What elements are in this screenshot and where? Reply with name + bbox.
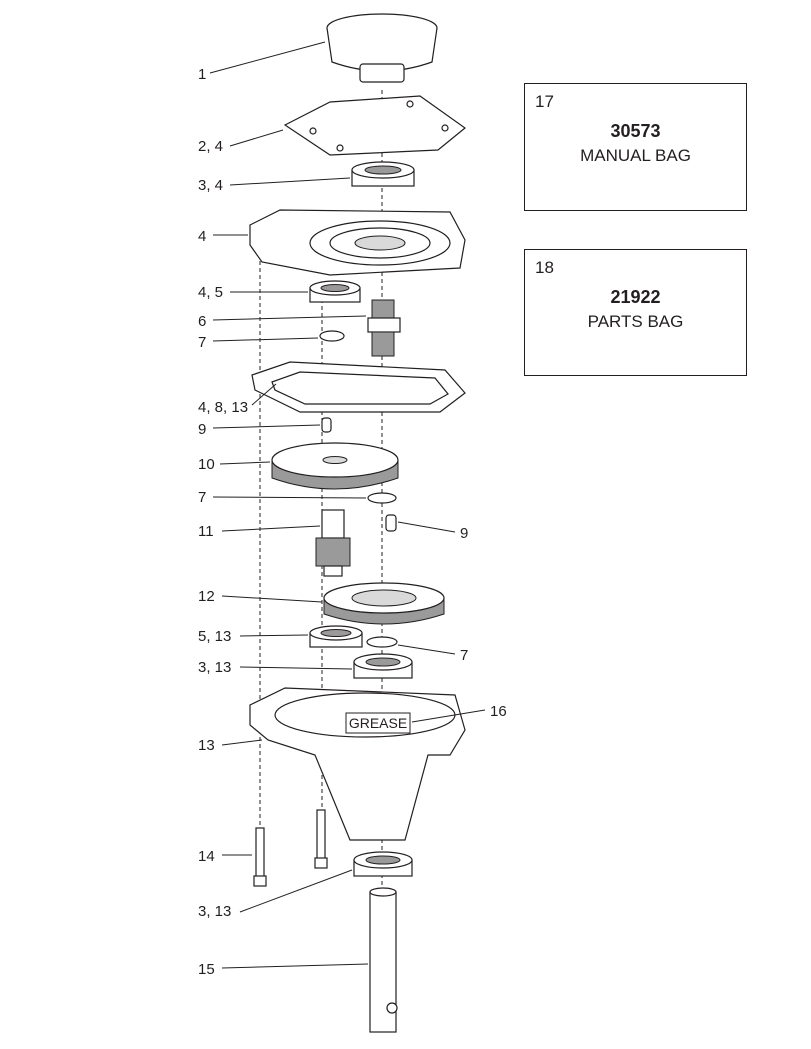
part-8-gasket-inner <box>271 371 449 405</box>
parts-bag-number: 18 <box>535 258 554 277</box>
callout-7a: 7 <box>198 334 206 351</box>
callout-15: 15 <box>198 961 215 978</box>
callout-2-4: 2, 4 <box>198 138 223 155</box>
part-9-pin-a <box>321 417 332 433</box>
part-1-cup <box>326 13 438 83</box>
grease-label-box <box>345 712 411 734</box>
callout-7b: 7 <box>198 489 206 506</box>
part-5-bearing-lower <box>309 625 363 648</box>
callout-3-4: 3, 4 <box>198 177 223 194</box>
part-6-pinion <box>367 299 401 357</box>
callout-4-8-13: 4, 8, 13 <box>198 399 248 416</box>
leader-lines <box>209 41 486 969</box>
part-12-gear <box>323 582 445 625</box>
callout-9b: 9 <box>460 525 468 542</box>
part-7-washer-c <box>366 636 398 648</box>
manual-bag-box: 17 30573 MANUAL BAG <box>524 83 747 211</box>
part-2-gasket <box>283 95 466 156</box>
callout-3-13b: 3, 13 <box>198 903 231 920</box>
callout-7c: 7 <box>460 647 468 664</box>
part-14-bolts <box>253 809 328 887</box>
part-13-housing: GREASE <box>249 687 466 841</box>
grease-label: GREASE <box>349 715 407 731</box>
part-7-washer-a <box>319 330 345 342</box>
callout-6: 6 <box>198 313 206 330</box>
part-11-shaft-gear <box>315 509 351 577</box>
part-5-bearing <box>309 280 361 303</box>
part-10-gear <box>271 442 399 490</box>
parts-bag-box: 18 21922 PARTS BAG <box>524 249 747 376</box>
part-3-bearing-top <box>351 161 415 187</box>
callout-4: 4 <box>198 228 206 245</box>
callout-14: 14 <box>198 848 215 865</box>
callout-11: 11 <box>198 523 214 540</box>
parts-bag-code: 21922 <box>610 287 661 307</box>
parts-bag-description: PARTS BAG <box>587 312 684 331</box>
callout-12: 12 <box>198 588 215 605</box>
callout-1: 1 <box>198 66 206 83</box>
part-4-housing-cover <box>249 209 466 276</box>
manual-bag-number: 17 <box>535 92 554 111</box>
callout-13: 13 <box>198 737 215 754</box>
manual-bag-code: 30573 <box>610 121 661 141</box>
part-9-pin-b <box>385 514 397 532</box>
callout-3-13a: 3, 13 <box>198 659 231 676</box>
manual-bag-description: MANUAL BAG <box>580 146 691 165</box>
part-3-bearing-bottom <box>353 851 413 877</box>
callout-9a: 9 <box>198 421 206 438</box>
part-3-bearing-mid <box>353 653 413 679</box>
callout-5-13: 5, 13 <box>198 628 231 645</box>
callout-4-5: 4, 5 <box>198 284 223 301</box>
part-15-shaft <box>369 887 398 1033</box>
part-7-washer-b <box>367 492 397 504</box>
callout-16: 16 <box>490 703 507 720</box>
callout-10: 10 <box>198 456 215 473</box>
